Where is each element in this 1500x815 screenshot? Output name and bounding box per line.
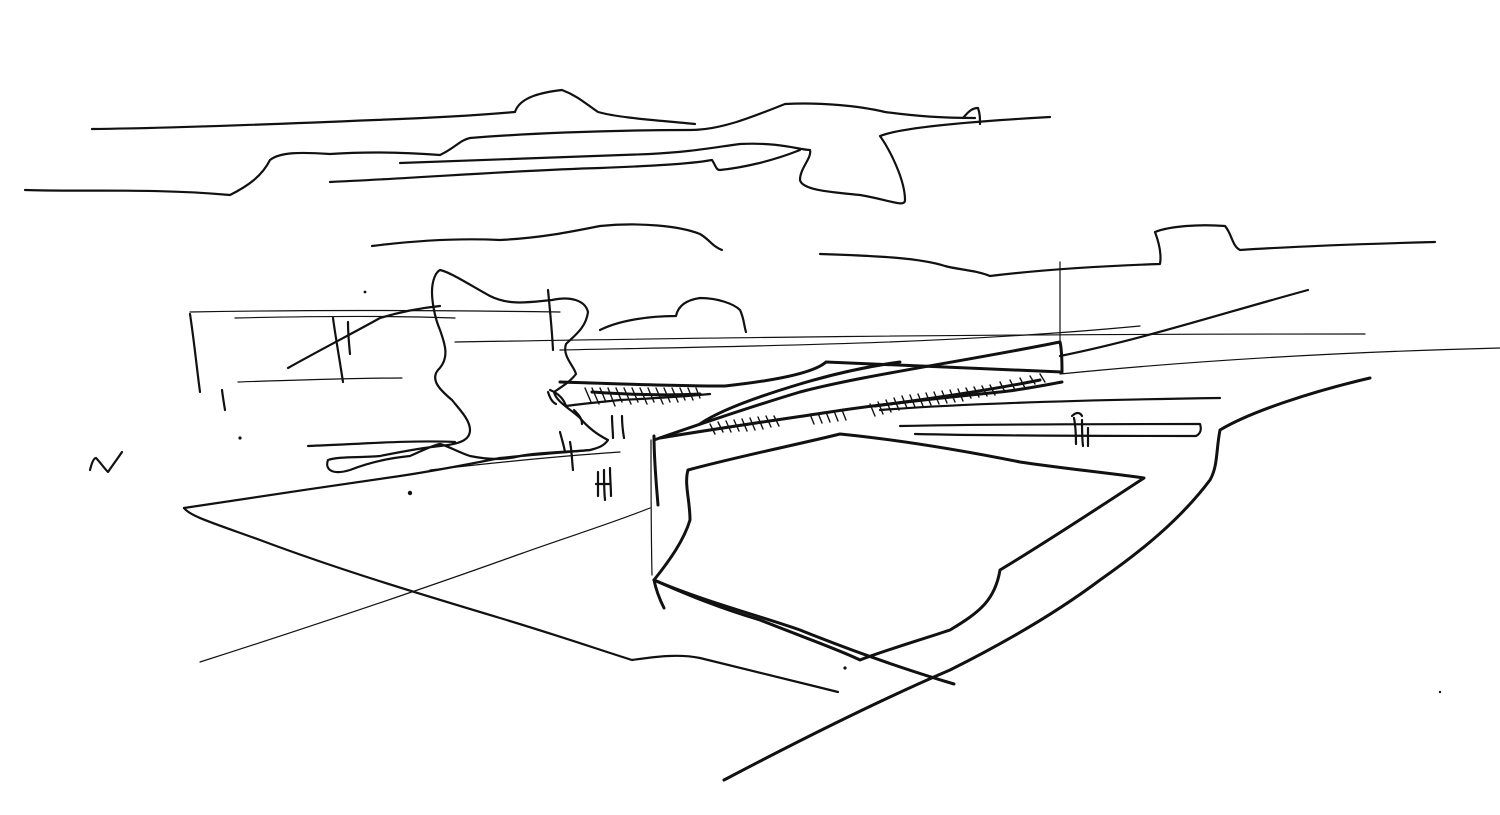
canopy-ridge: [698, 360, 902, 426]
plaza-diagonal: [199, 507, 651, 663]
lawn-outline: [652, 432, 1146, 662]
cloud-line-6: [818, 224, 1437, 278]
left-frame-tick: [220, 388, 227, 412]
canopy-left-bracket: [546, 390, 558, 406]
path-left-stroke: [429, 451, 621, 471]
ground-plane-lines: [182, 376, 1372, 782]
canopy-column-thin: [650, 439, 653, 576]
speck: [843, 666, 847, 670]
north-arrow-mark: [88, 450, 124, 474]
lawn-left-wedge: [652, 578, 666, 610]
canopy-underside-line: [548, 388, 712, 408]
ink-specks: [238, 290, 1442, 694]
cloud-tick: [961, 106, 982, 126]
figure-group-left: [594, 466, 613, 502]
right-deck-line-1: [878, 396, 1222, 412]
sky-cloud-lines: [23, 88, 1437, 278]
speck: [1438, 690, 1442, 694]
canopy-top-edge: [558, 360, 1064, 388]
figure-group-right: [1070, 411, 1090, 448]
distant-long-line-2: [559, 325, 1141, 351]
diagonal-stroke: [286, 304, 442, 370]
canopy-diagonal-roof: [652, 340, 1064, 442]
cloud-line-1: [90, 88, 697, 131]
speck: [238, 436, 242, 440]
cloud-line-4: [328, 148, 802, 184]
left-frame-stroke: [188, 312, 202, 394]
speck: [363, 290, 367, 294]
small-figure-left: [568, 440, 575, 472]
tree-outline-left: [326, 268, 610, 474]
horizon-line-3: [237, 377, 403, 383]
figure-group-mid: [558, 408, 626, 454]
cloud-line-2: [23, 102, 977, 197]
cloud-line-5: [370, 223, 724, 252]
horizon-line-2: [234, 315, 456, 319]
cantilever-canopy-structure: [546, 340, 1222, 576]
horizon-and-distant-lines: [188, 261, 1500, 448]
right-deck-line-2: [898, 422, 1202, 438]
vertical-post-1: [331, 316, 345, 384]
plaza-front-edge: [182, 506, 840, 694]
horizon-line-1: [189, 309, 561, 313]
people-figures: [558, 408, 1090, 502]
canopy-soffit-line: [658, 380, 1064, 440]
distant-long-line-4: [1058, 288, 1310, 358]
canopy-column: [652, 434, 660, 507]
hatch-center-band: [709, 409, 847, 435]
tree-post: [546, 288, 555, 352]
canopy-shadow-hatching: [584, 373, 1046, 435]
hatch-dark-fill: [590, 378, 1042, 408]
tree-outline-right: [598, 296, 748, 334]
north-letter: [88, 450, 124, 474]
distant-long-line-3: [1059, 347, 1500, 375]
long-path-right: [722, 376, 1372, 782]
vertical-post-2: [346, 320, 352, 356]
cloud-line-3: [398, 115, 1052, 205]
tree-outlines: [326, 268, 748, 474]
distant-long-line-1: [454, 333, 1366, 343]
lawn-inner-edge: [652, 578, 956, 686]
horizon-line-4: [306, 440, 457, 448]
speck: [407, 490, 413, 496]
plaza-left-edge: [182, 448, 592, 510]
